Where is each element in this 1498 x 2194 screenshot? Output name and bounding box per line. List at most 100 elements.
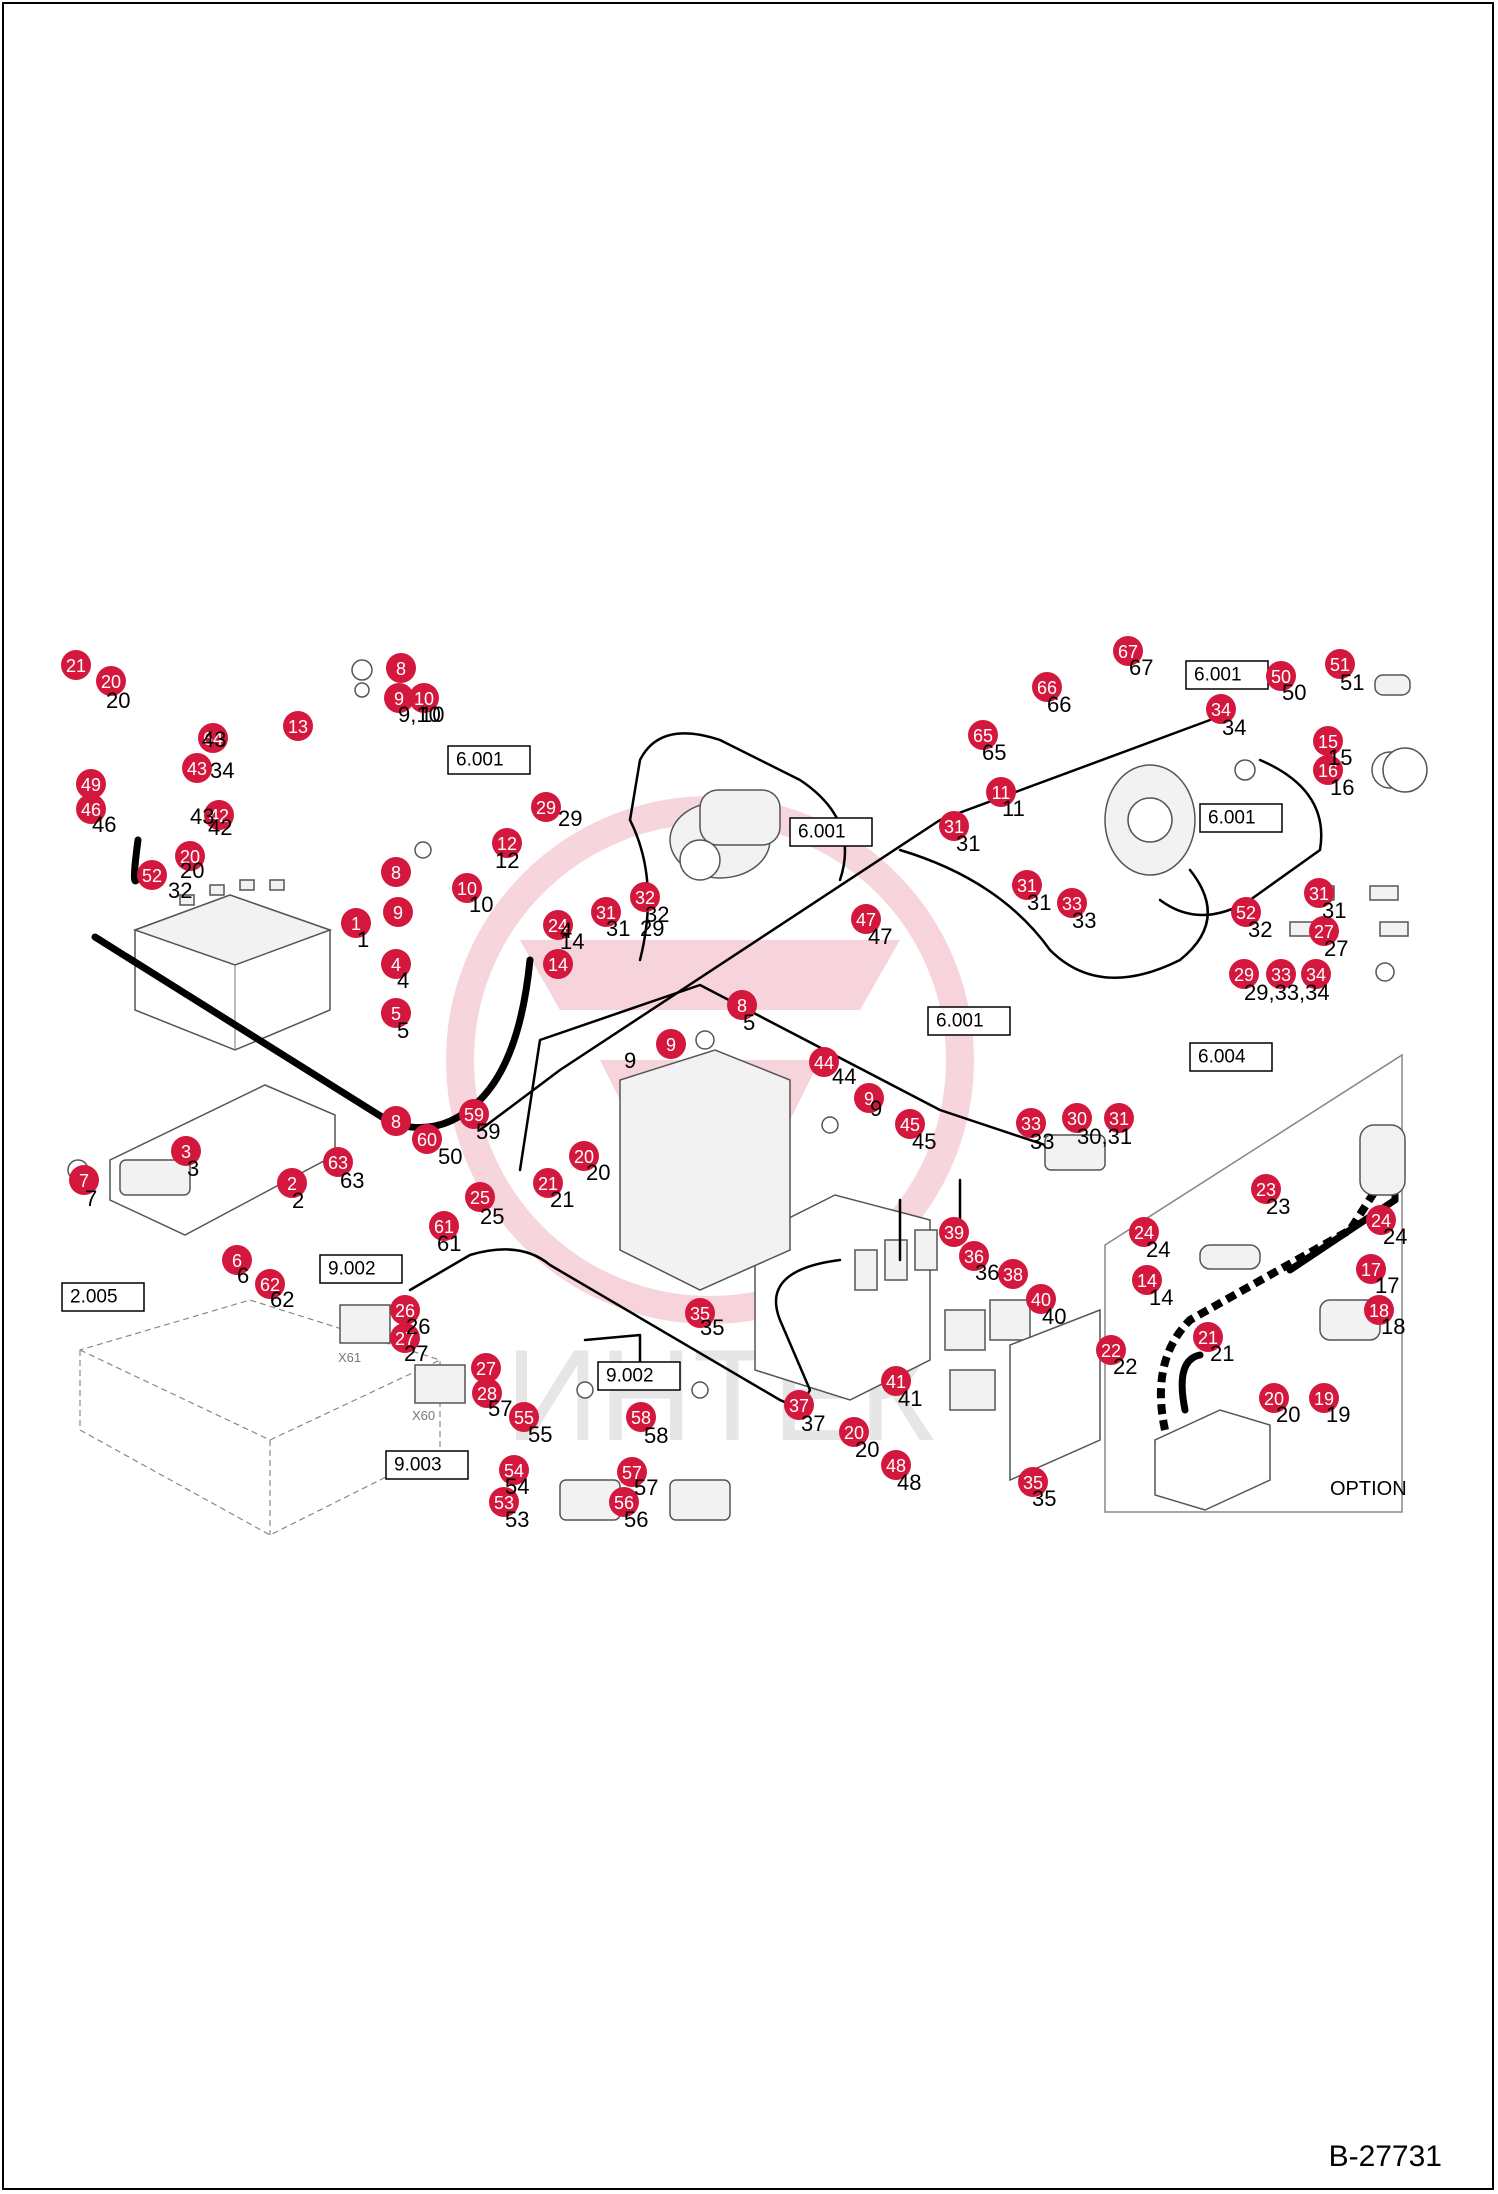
svg-text:22: 22: [1101, 1341, 1121, 1361]
part-number-41: 41: [898, 1386, 922, 1411]
part-number-33: 33: [1030, 1129, 1054, 1154]
svg-text:57: 57: [622, 1463, 642, 1483]
part-number-11: 11: [1002, 796, 1025, 821]
callout-32: 32: [630, 882, 660, 912]
svg-text:7: 7: [79, 1171, 89, 1191]
callout-2: 2: [277, 1168, 307, 1198]
svg-text:6.001: 6.001: [1208, 808, 1256, 829]
svg-text:50: 50: [1271, 667, 1291, 687]
callout-37: 37: [784, 1390, 814, 1420]
clamps: [559, 1479, 731, 1521]
callout-31: 31: [591, 897, 621, 927]
callout-24: 24: [543, 910, 573, 940]
part-number-32: 32: [168, 878, 192, 903]
svg-text:27: 27: [395, 1329, 415, 1349]
callout-46: 46: [76, 794, 106, 824]
svg-text:38: 38: [1003, 1265, 1023, 1285]
part-number-29: 29: [558, 806, 582, 831]
part-number-3: 3: [187, 1156, 199, 1181]
callout-52: 52: [137, 860, 167, 890]
part-number-26: 26: [406, 1314, 430, 1339]
svg-text:5: 5: [391, 1004, 401, 1024]
svg-text:61: 61: [434, 1217, 454, 1237]
battery: [132, 879, 333, 1051]
part-number-25: 25: [480, 1204, 504, 1229]
svg-text:25: 25: [470, 1188, 490, 1208]
svg-text:66: 66: [1037, 678, 1057, 698]
part-number-42: 42: [208, 815, 232, 840]
svg-text:62: 62: [260, 1275, 280, 1295]
callout-9: 9: [383, 897, 413, 927]
svg-text:6.001: 6.001: [936, 1011, 984, 1032]
svg-text:9: 9: [666, 1035, 676, 1055]
callout-19: 19: [1309, 1383, 1339, 1413]
part-number-18: 18: [1381, 1314, 1405, 1339]
svg-text:10: 10: [457, 879, 477, 899]
part-number-5: 5: [397, 1018, 409, 1043]
part-number-5: 5: [743, 1010, 755, 1035]
part-number-50: 50: [438, 1144, 462, 1169]
svg-text:54: 54: [504, 1461, 524, 1481]
svg-text:53: 53: [494, 1493, 514, 1513]
connector-label-x61: X61: [338, 1350, 361, 1365]
callout-34: 34: [1206, 694, 1236, 724]
svg-text:33: 33: [1062, 894, 1082, 914]
callout-20: 20: [569, 1141, 599, 1171]
part-number-31: 31: [1027, 890, 1051, 915]
callout-4: 4: [381, 949, 411, 979]
svg-text:3: 3: [181, 1142, 191, 1162]
part-number-10: 10: [420, 702, 444, 727]
callout-18: 18: [1364, 1295, 1394, 1325]
svg-text:43: 43: [187, 759, 207, 779]
svg-text:60: 60: [417, 1130, 437, 1150]
svg-text:63: 63: [328, 1153, 348, 1173]
part-number-29,33,34: 29,33,34: [1244, 980, 1330, 1005]
svg-text:64: 64: [203, 729, 223, 749]
part-number-32: 32: [1248, 917, 1272, 942]
svg-text:8: 8: [391, 863, 401, 883]
part-number-57: 57: [634, 1475, 658, 1500]
part-number-4: 4: [397, 968, 409, 993]
callout-31: 31: [1304, 878, 1334, 908]
part-number-10: 10: [469, 892, 493, 917]
svg-text:34: 34: [1306, 965, 1326, 985]
part-number-57: 57: [488, 1396, 512, 1421]
part-number-45: 45: [912, 1129, 936, 1154]
callout-51: 51: [1325, 649, 1355, 679]
callout-47: 47: [851, 904, 881, 934]
part-number-12: 12: [495, 848, 519, 873]
callout-31: 31: [1104, 1103, 1134, 1133]
svg-text:31: 31: [1309, 884, 1329, 904]
svg-text:41: 41: [886, 1372, 906, 1392]
part-number-20: 20: [180, 858, 204, 883]
part-number-22: 22: [1113, 1354, 1137, 1379]
part-number-24: 24: [1383, 1224, 1407, 1249]
part-number-20: 20: [1276, 1402, 1300, 1427]
callout-44: 44: [809, 1047, 839, 1077]
svg-text:16: 16: [1318, 761, 1338, 781]
svg-text:67: 67: [1118, 642, 1138, 662]
svg-text:55: 55: [514, 1408, 534, 1428]
svg-text:32: 32: [635, 888, 655, 908]
callout-13: 13: [283, 711, 313, 741]
part-number-2: 2: [292, 1188, 304, 1213]
part-number-6: 6: [237, 1263, 249, 1288]
callout-16: 16: [1313, 755, 1343, 785]
callout-14: 14: [543, 949, 573, 979]
part-number-19: 19: [1326, 1402, 1350, 1427]
part-number-17: 17: [1375, 1273, 1399, 1298]
callout-63: 63: [323, 1147, 353, 1177]
callout-8: 8: [386, 653, 416, 683]
callout-65: 65: [968, 720, 998, 750]
svg-text:2: 2: [287, 1174, 297, 1194]
callout-67: 67: [1113, 636, 1143, 666]
svg-text:37: 37: [789, 1396, 809, 1416]
callout-52: 52: [1231, 897, 1261, 927]
svg-text:18: 18: [1369, 1301, 1389, 1321]
callout-31: 31: [1012, 870, 1042, 900]
svg-text:6.001: 6.001: [1194, 665, 1242, 686]
part-number-31: 31: [1322, 898, 1346, 923]
part-number-9: 9: [870, 1096, 882, 1121]
